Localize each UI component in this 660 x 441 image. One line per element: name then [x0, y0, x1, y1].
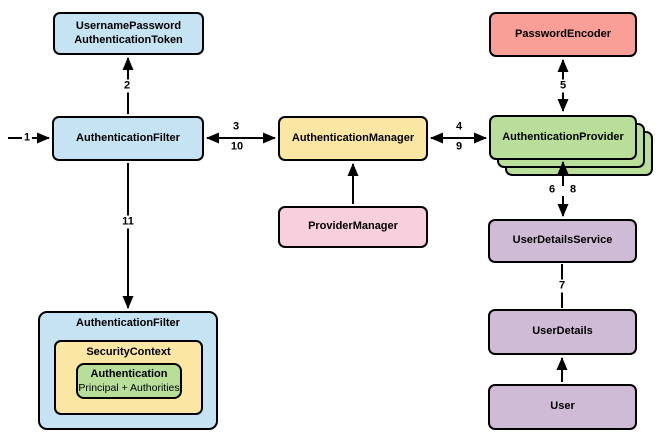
node-label: User [550, 400, 575, 413]
node-label: SecurityContext [86, 346, 171, 358]
edge-label-7: 7 [556, 279, 568, 293]
node-label: UsernamePassword [75, 19, 182, 32]
edge-label-2: 2 [121, 79, 133, 93]
node-label: AuthenticationProvider [502, 130, 624, 143]
node-user-details: UserDetails [488, 309, 637, 355]
node-label: Authentication [90, 368, 168, 381]
edge-label-3: 3 [232, 120, 240, 133]
node-label: ProviderManager [308, 220, 398, 233]
edge-label-8: 8 [569, 183, 577, 196]
edge-label-11: 11 [120, 215, 136, 229]
node-label: UserDetails [532, 325, 593, 338]
node-authentication-provider: AuthenticationProvider [489, 115, 637, 160]
node-label: PasswordEncoder [515, 27, 611, 40]
node-label: AuthenticationToken [74, 33, 183, 46]
node-authentication-manager: AuthenticationManager [278, 116, 428, 161]
node-sublabel: Principal + Authorities [78, 381, 180, 394]
edge-label-1: 1 [21, 131, 33, 145]
node-password-encoder: PasswordEncoder [489, 12, 637, 57]
node-provider-manager: ProviderManager [278, 206, 428, 248]
node-label: AuthenticationFilter [76, 131, 180, 144]
node-authentication: Authentication Principal + Authorities [76, 363, 182, 399]
edge-label-10: 10 [230, 140, 244, 153]
node-user: User [488, 384, 637, 430]
node-label: AuthenticationManager [291, 131, 415, 144]
node-user-details-service: UserDetailsService [488, 219, 637, 263]
node-label: UserDetailsService [512, 234, 613, 247]
node-authentication-filter: AuthenticationFilter [52, 116, 204, 161]
edge-label-4: 4 [455, 120, 463, 133]
node-username-password-authentication-token: UsernamePassword AuthenticationToken [53, 12, 204, 55]
edge-label-5: 5 [557, 79, 569, 93]
edge-label-9: 9 [455, 140, 463, 153]
edge-label-6: 6 [548, 183, 556, 196]
node-label: AuthenticationFilter [76, 317, 180, 329]
